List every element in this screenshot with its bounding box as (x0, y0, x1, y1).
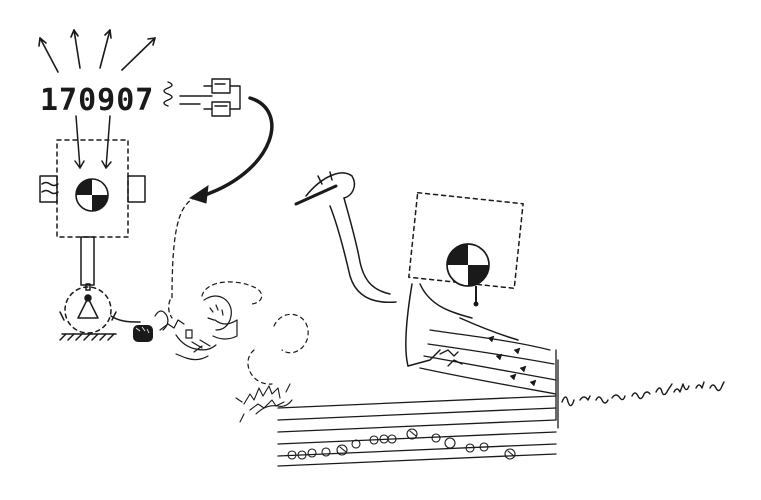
handwriting-scribble (561, 381, 725, 407)
calibration-target-icon (75, 178, 109, 212)
staff-notes (287, 428, 516, 460)
feedback-arrow (203, 96, 274, 197)
hand-icon (154, 295, 238, 361)
code-label: 170907 (40, 83, 154, 118)
dashed-link (168, 196, 197, 319)
machine-stand (59, 236, 141, 341)
scribble-brush (235, 383, 293, 423)
calibration-target-icon (446, 243, 490, 307)
input-arrows (74, 115, 112, 169)
staff-lines (277, 395, 557, 467)
dark-object (133, 325, 153, 342)
radiating-arrows (38, 29, 156, 73)
arrow-icon (188, 184, 209, 204)
drawing-person (294, 171, 524, 367)
small-device (179, 78, 241, 117)
squiggle-connector (163, 81, 173, 107)
arm-markers (487, 335, 537, 387)
dashed-swirls (201, 281, 309, 385)
